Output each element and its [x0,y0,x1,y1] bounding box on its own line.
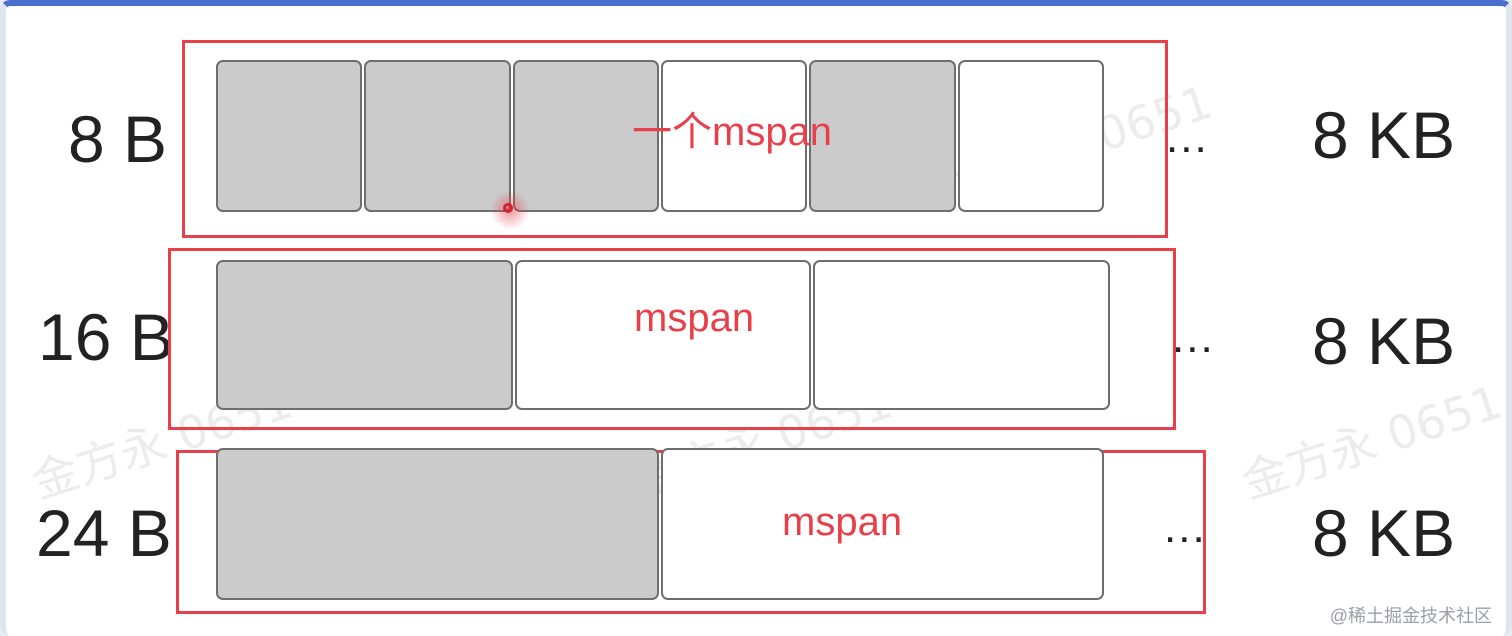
object-slot-used [364,60,511,212]
object-slot-used [216,60,363,212]
object-slot-free [660,60,808,212]
object-slot-free [813,260,1111,410]
mspan-label: 一个mspan [632,110,833,154]
mspan-label: mspan [634,296,755,340]
watermark: 金方永 0651 [1235,374,1509,510]
object-slot-free [661,448,1104,600]
object-blocks-row-2 [216,260,1111,410]
ellipsis: ... [1172,313,1215,362]
span-size-label: 8 KB [1312,496,1456,570]
object-slot-used [216,260,513,410]
site-credit: @稀土掘金技术社区 [1329,606,1492,626]
mspan-label: mspan [782,500,903,544]
span-size-label: 8 KB [1312,98,1456,172]
mspan-highlight-box [182,40,1168,238]
cursor-pointer-icon [490,190,530,230]
object-blocks-row-1 [216,60,1104,212]
span-size-label: 8 KB [1312,304,1456,378]
size-class-label-16b: 16 B [38,300,174,374]
object-slot-used [512,60,659,212]
size-class-label-8b: 8 B [68,102,168,176]
object-blocks-row-3 [216,448,1104,600]
mspan-highlight-box [168,248,1176,430]
size-class-label-24b: 24 B [36,496,172,570]
object-slot-free [514,260,812,410]
object-slot-used [809,60,956,212]
object-slot-used [216,448,659,600]
ellipsis: ... [1166,113,1209,162]
ellipsis: ... [1164,503,1207,552]
object-slot-free [957,60,1104,212]
